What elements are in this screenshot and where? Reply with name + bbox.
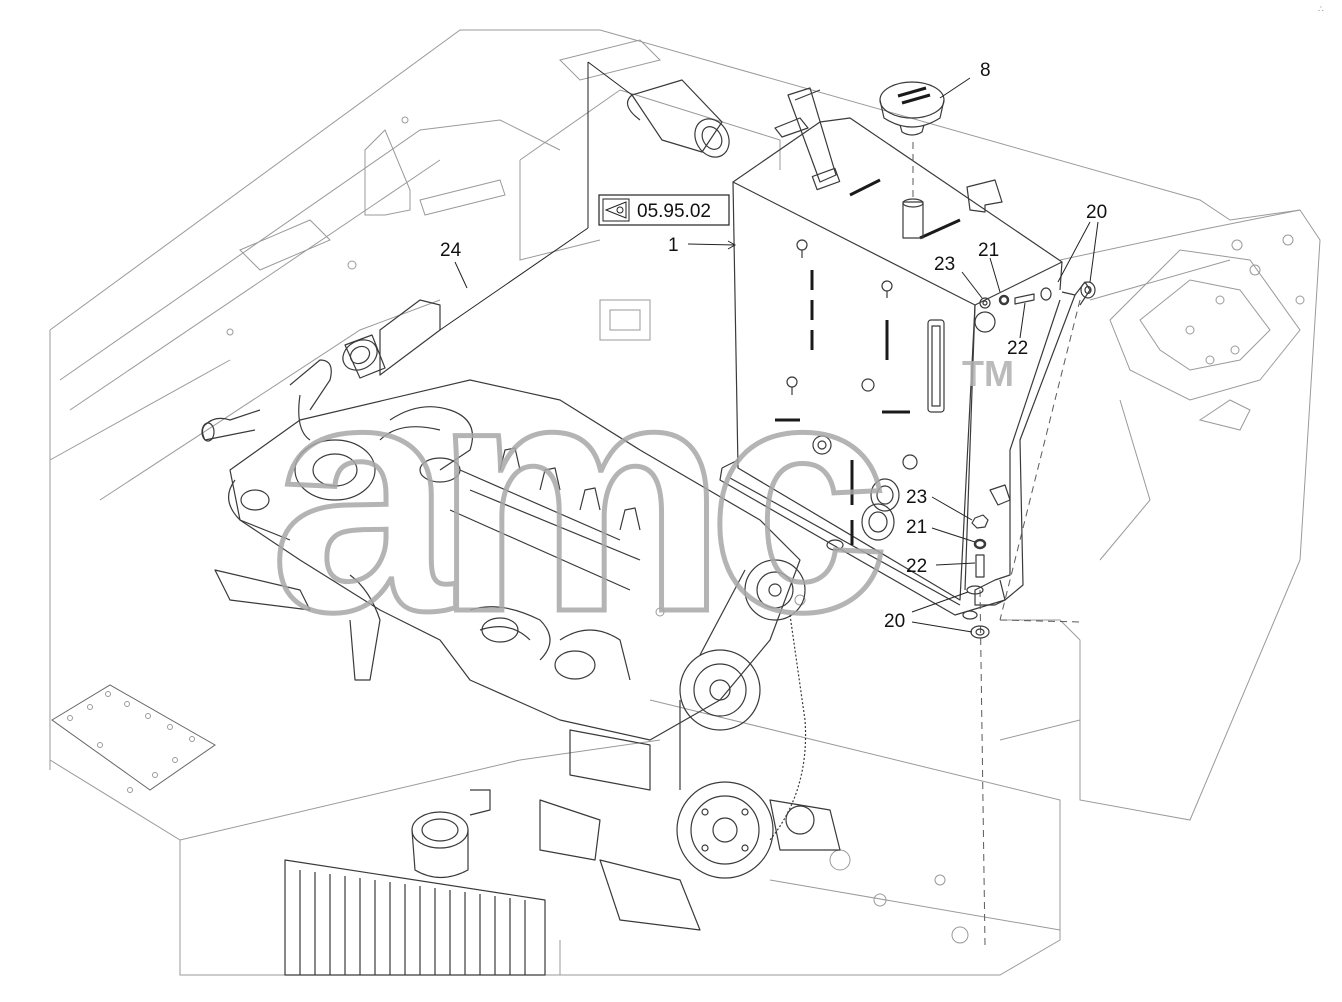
fastener-hardware — [962, 281, 1096, 639]
engine-pulleys — [539, 559, 841, 931]
hydraulic-hose-part — [342, 79, 730, 379]
watermark-logo: amc TM — [268, 309, 1014, 683]
callout-20-upper: 20 — [1086, 202, 1107, 223]
callout-8: 8 — [980, 60, 991, 81]
corner-mark: ∴ — [1318, 4, 1324, 14]
callout-20-lower: 20 — [884, 611, 905, 632]
callout-21-lower: 21 — [906, 517, 927, 538]
callout-22-lower: 22 — [906, 556, 927, 577]
reference-box[interactable]: 05.95.02 — [598, 194, 730, 226]
callout-leaders — [687, 221, 1099, 633]
callout-23-upper: 23 — [934, 254, 955, 275]
filler-cap-part — [879, 81, 945, 136]
view-eye-icon — [602, 198, 630, 222]
chassis-frame — [49, 29, 1321, 976]
callout-22-upper: 22 — [1007, 338, 1028, 359]
watermark-tm: TM — [962, 353, 1014, 394]
chassis-holes — [226, 116, 1305, 944]
callout-23-lower: 23 — [906, 487, 927, 508]
bolt-dashed-axis — [979, 589, 986, 946]
hydraulic-tank — [719, 87, 1063, 616]
strap-dashed-line — [999, 619, 1081, 623]
radiator-grille — [284, 859, 546, 976]
strap-dashed-line-2 — [999, 299, 1081, 621]
hose-connector-line — [587, 61, 633, 96]
view-eye-icon-shape — [604, 201, 627, 219]
reference-label: 05.95.02 — [637, 201, 711, 222]
leader-8 — [939, 77, 971, 99]
watermark-text: amc — [270, 311, 882, 680]
leader-24 — [454, 261, 468, 289]
tank-support-strap — [974, 281, 1091, 606]
hose-connector-line-lower — [439, 227, 589, 331]
callout-21-upper: 21 — [978, 240, 999, 261]
callout-24: 24 — [440, 240, 462, 261]
access-plate — [51, 684, 216, 793]
callout-1: 1 — [668, 235, 679, 256]
